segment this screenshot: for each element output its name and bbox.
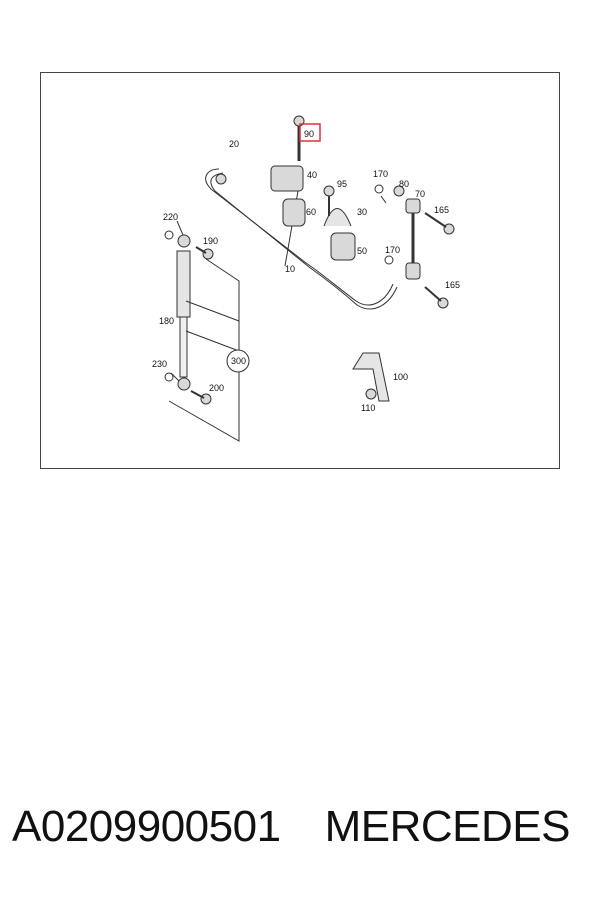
label-10: 10: [285, 264, 295, 274]
diagram-frame: 90 20 40 95 170 80 70 165 60 30 50 170 1…: [40, 72, 560, 469]
shock-absorber-body: [176, 250, 191, 318]
label-230: 230: [152, 359, 167, 369]
shock-eye-bottom: [177, 377, 191, 391]
label-110: 110: [361, 403, 375, 413]
part-number-caption: A0209900501 MERCEDES: [12, 802, 592, 852]
bolt-shank-190: [195, 246, 207, 254]
bushing-60: [282, 198, 306, 227]
bolt-head-165a: [443, 223, 455, 235]
label-170a: 170: [373, 169, 388, 179]
link-end-bottom: [405, 262, 421, 280]
label-50: 50: [357, 246, 367, 256]
label-165b: 165: [445, 280, 460, 290]
highlight-box-90: [299, 123, 321, 142]
bolt-head-110: [365, 388, 377, 400]
label-165a: 165: [434, 205, 449, 215]
nut-20: [215, 173, 227, 185]
shock-absorber-rod: [179, 316, 188, 378]
label-170b: 170: [385, 245, 400, 255]
washer-230: [164, 372, 174, 382]
bushing-40: [270, 165, 304, 192]
washer-170b: [384, 255, 394, 265]
label-60: 60: [306, 207, 316, 217]
washer-170a: [374, 184, 384, 194]
brand-name: MERCEDES: [324, 802, 571, 851]
bolt-shank-165b: [424, 286, 442, 302]
bolt-head-95: [323, 185, 335, 197]
kit-circle-300: [226, 349, 250, 373]
link-end-top: [405, 198, 421, 214]
label-300: 300: [231, 356, 246, 366]
bolt-head-200: [200, 393, 212, 405]
label-30: 30: [357, 207, 367, 217]
label-220: 220: [163, 212, 178, 222]
clamp-30: [323, 208, 352, 227]
label-20: 20: [229, 139, 239, 149]
label-100: 100: [393, 372, 408, 382]
label-190: 190: [203, 236, 218, 246]
bolt-shank-200: [190, 390, 205, 399]
washer-220: [164, 230, 174, 240]
bracket-100: [352, 352, 390, 402]
nut-80: [393, 185, 405, 197]
stabilizer-bar: [205, 168, 394, 306]
label-70: 70: [415, 189, 425, 199]
bolt-shank-165a: [424, 212, 447, 228]
label-90: 90: [304, 129, 314, 139]
label-80: 80: [399, 179, 409, 189]
bushing-50: [330, 232, 356, 261]
shock-eye-top: [177, 234, 191, 248]
label-95: 95: [337, 179, 347, 189]
label-40: 40: [307, 170, 317, 180]
bolt-head-190: [202, 248, 214, 260]
label-180: 180: [159, 316, 174, 326]
label-200: 200: [209, 383, 224, 393]
part-number: A0209900501: [12, 802, 281, 851]
exploded-parts-diagram: 90 20 40 95 170 80 70 165 60 30 50 170 1…: [152, 115, 460, 442]
stabilizer-bar-inner: [210, 172, 398, 310]
